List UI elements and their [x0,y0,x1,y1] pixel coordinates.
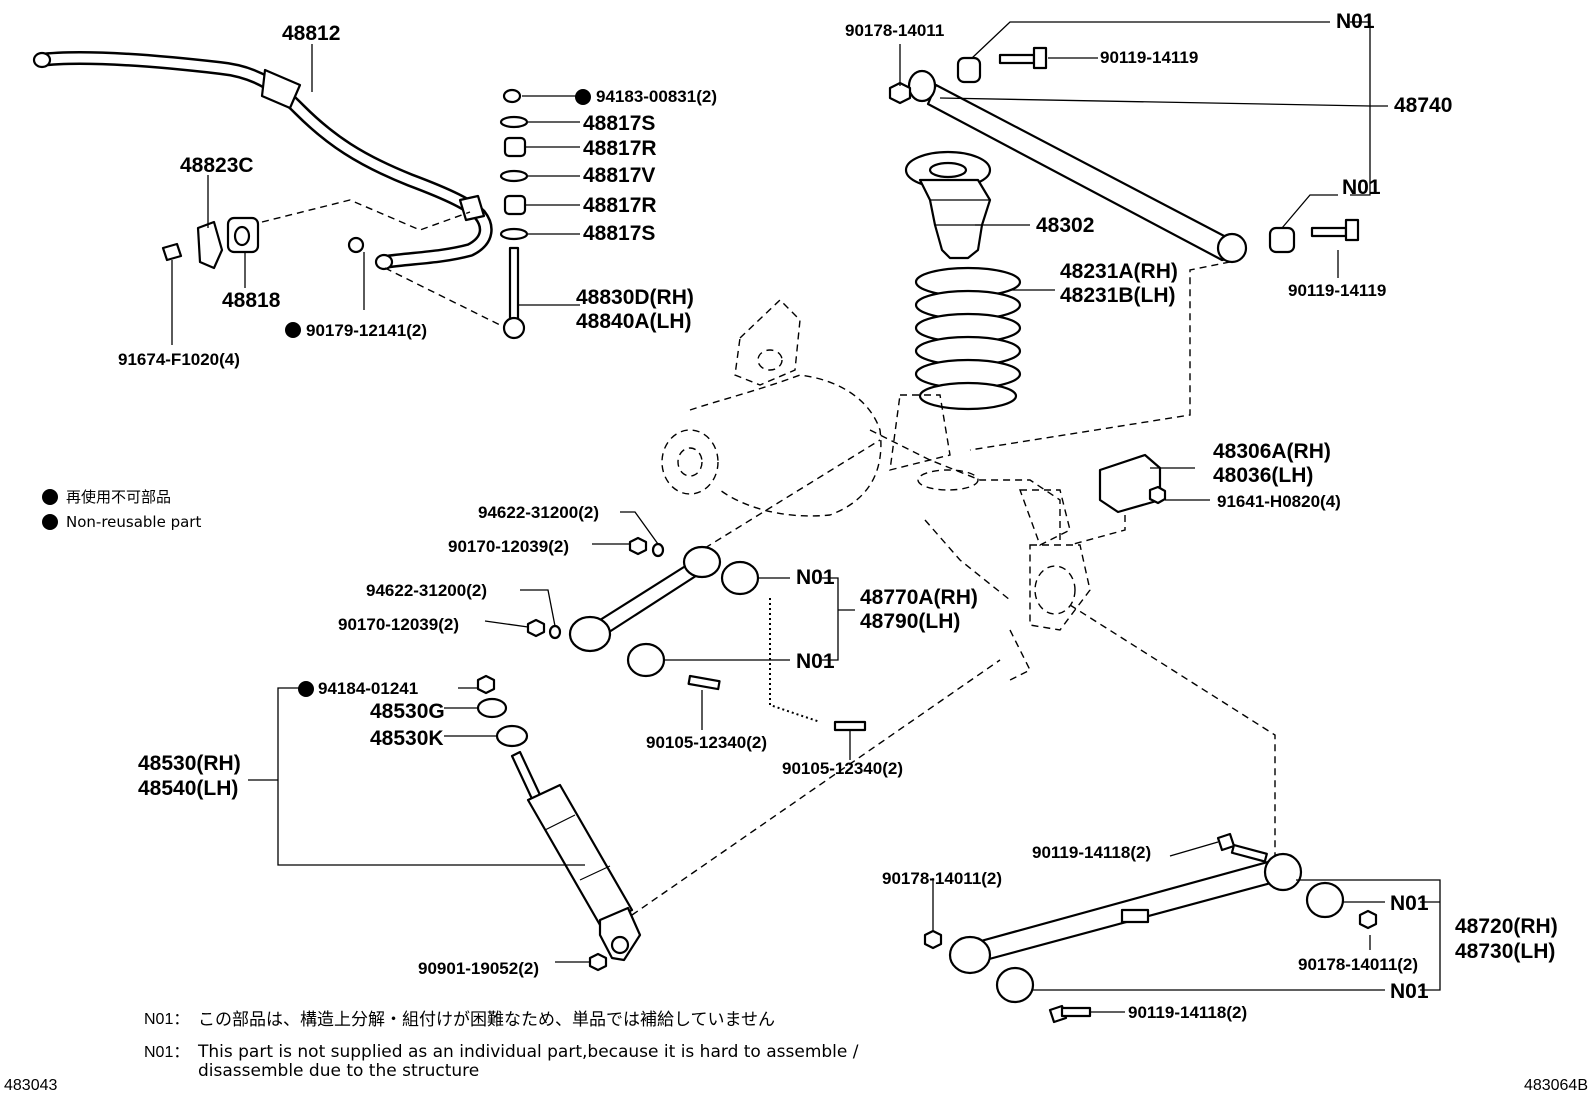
part-label: 48306A(RH) [1213,440,1331,463]
footnotes: N01： この部品は、構造上分解・組付けが困難なため、単品では補給していません … [144,1010,859,1081]
part-label: 94183-00831(2) [596,87,717,106]
part-label: 48817R [583,194,657,217]
leader-lines [171,21,1441,1013]
figure-id-right: 483064B [1524,1077,1588,1094]
part-label: 48812 [282,22,340,45]
part-label: 90170-12039(2) [448,537,569,556]
stabilizer-link-drawing [499,88,529,340]
shock-absorber-drawing [476,674,642,972]
part-label: 48740 [1394,94,1452,117]
part-label: 90178-14011(2) [882,869,1002,888]
note-en-line1: This part is not supplied as an individu… [197,1042,859,1062]
n01-marker: N01 [796,566,835,589]
lower-control-arm-drawing [923,832,1378,1024]
bump-stop-drawing [904,150,992,260]
part-label: 48790(LH) [860,610,960,633]
part-label: 90119-14119 [1100,48,1198,67]
non-reusable-marker [298,681,314,697]
part-label: 48540(LH) [138,777,238,800]
legend-marker [42,489,58,505]
part-label: 48840A(LH) [576,310,692,333]
non-reusable-marker [285,322,301,338]
part-label: 94184-01241 [318,679,418,698]
part-label: 48036(LH) [1213,464,1313,487]
part-label: 48720(RH) [1455,915,1558,938]
stabilizer-bar-drawing [32,51,493,271]
legend-ja: 再使用不可部品 [66,488,171,506]
part-label: 48823C [180,154,254,177]
part-label: 90178-14011(2) [1298,955,1418,974]
part-label: 48817R [583,137,657,160]
part-label: 90178-14011 [845,21,944,40]
n01-marker: N01 [1342,176,1381,199]
part-label: 91674-F1020(4) [118,350,240,369]
legend-en: Non-reusable part [66,513,201,531]
note-ja: この部品は、構造上分解・組付けが困難なため、単品では補給していません [198,1010,775,1030]
part-label: 94622-31200(2) [366,581,487,600]
note-en-line2: disassemble due to the structure [198,1061,479,1081]
part-label: 90170-12039(2) [338,615,459,634]
part-label: 48817S [583,222,655,245]
axle-housing-outline [661,299,1091,681]
upper-control-arm-drawing [888,46,1360,264]
figure-id-left: 483043 [4,1077,57,1094]
part-label: 48817S [583,112,655,135]
part-label: 48818 [222,289,281,312]
bump-bracket-drawing [1098,453,1167,514]
part-label: 48830D(RH) [576,286,694,309]
part-label: 90119-14118(2) [1032,843,1151,862]
note-code: N01： [144,1011,189,1028]
part-label: 48302 [1036,214,1094,237]
part-label: 48817V [583,164,655,187]
part-label: 90105-12340(2) [646,733,767,752]
bushing-bracket-drawing [161,216,365,270]
n01-marker: N01 [1390,980,1429,1003]
part-label: 48730(LH) [1455,940,1555,963]
part-label: 90105-12340(2) [782,759,903,778]
part-label: 90901-19052(2) [418,959,539,978]
part-label: 48231B(LH) [1060,284,1176,307]
n01-marker: N01 [796,650,835,673]
part-label: 48530(RH) [138,752,241,775]
part-label: 48530G [370,700,445,723]
part-label: 48530K [370,727,444,750]
legend-marker [42,514,58,530]
non-reusable-marker [575,89,591,105]
note-code: N01： [144,1044,189,1061]
n01-marker: N01 [1336,10,1375,33]
part-labels: 48812 48823C 48818 91674-F1020(4) 90179-… [118,10,1558,1022]
part-label: 90119-14118(2) [1128,1003,1247,1022]
part-label: 90119-14119 [1288,281,1386,300]
part-label: 48231A(RH) [1060,260,1178,283]
legend: 再使用不可部品 Non-reusable part [66,488,201,531]
part-label: 90179-12141(2) [306,321,427,340]
part-label: 48770A(RH) [860,586,978,609]
n01-marker: N01 [1390,892,1429,915]
part-label: 91641-H0820(4) [1217,492,1341,511]
part-label: 94622-31200(2) [478,503,599,522]
coil-spring-drawing [914,266,1022,411]
